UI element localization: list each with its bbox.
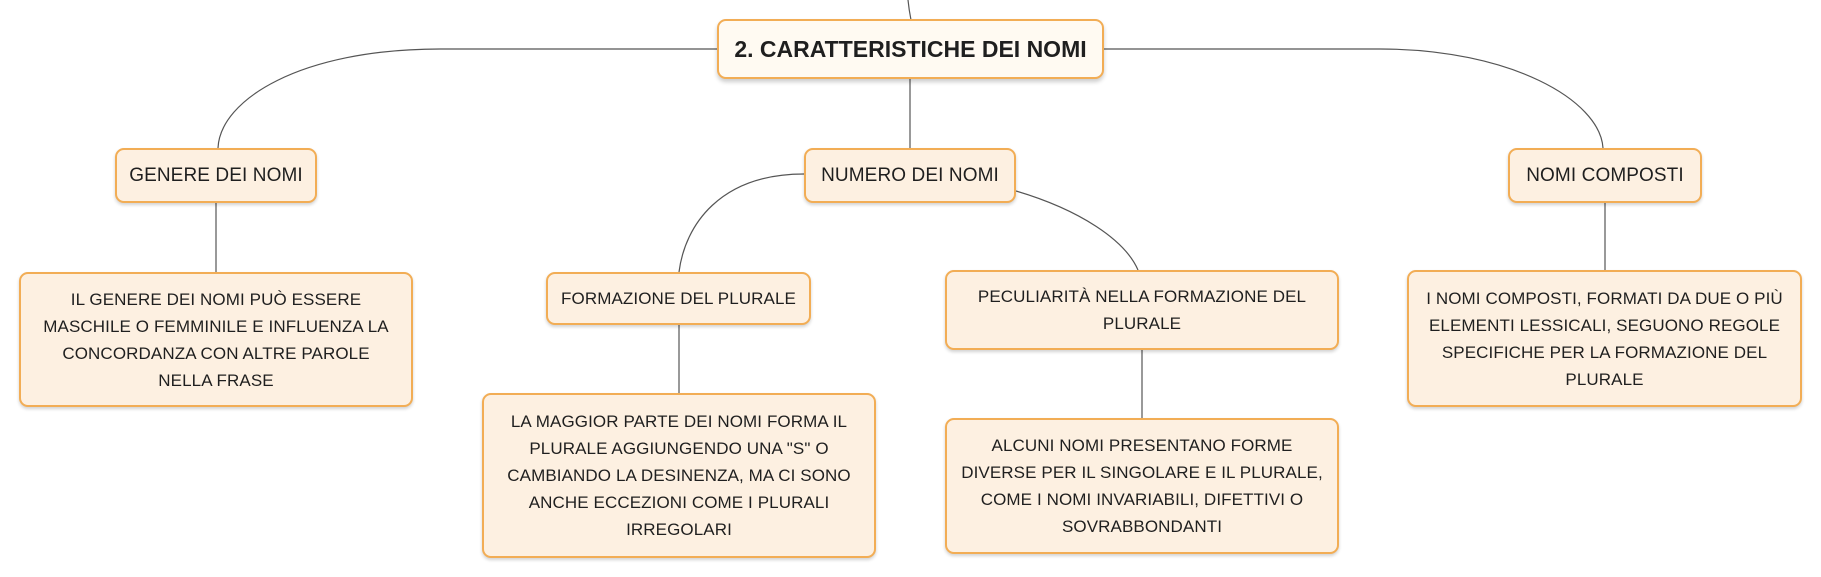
connector-numero-to-formazione [678,173,805,273]
subtopic-formazione-del-plurale[interactable]: FORMAZIONE DEL PLURALE [546,272,811,325]
subtopic-genere-description[interactable]: IL GENERE DEI NOMI PUÒ ESSERE MASCHILE O… [19,272,413,407]
subtopic-composti-description-label: I NOMI COMPOSTI, FORMATI DA DUE O PIÙ EL… [1426,288,1783,389]
connector-numero-to-peculiarita [1015,190,1139,271]
detail-peculiarita-description[interactable]: ALCUNI NOMI PRESENTANO FORME DIVERSE PER… [945,418,1339,554]
root-node[interactable]: 2. CARATTERISTICHE DEI NOMI [717,19,1104,79]
subtopic-peculiarita-label: PECULIARITÀ NELLA FORMAZIONE DEL PLURALE [977,287,1307,333]
topic-numero-dei-nomi[interactable]: NUMERO DEI NOMI [804,148,1016,203]
connector-root-to-genere [217,48,718,149]
topic-genere-dei-nomi[interactable]: GENERE DEI NOMI [115,148,317,203]
connector-root-to-composti [1103,48,1604,149]
topic-numero-label: NUMERO DEI NOMI [821,165,999,186]
subtopic-composti-description[interactable]: I NOMI COMPOSTI, FORMATI DA DUE O PIÙ EL… [1407,270,1802,407]
detail-formazione-description[interactable]: LA MAGGIOR PARTE DEI NOMI FORMA IL PLURA… [482,393,876,558]
subtopic-peculiarita[interactable]: PECULIARITÀ NELLA FORMAZIONE DEL PLURALE [945,270,1339,350]
topic-composti-label: NOMI COMPOSTI [1526,165,1684,186]
topic-nomi-composti[interactable]: NOMI COMPOSTI [1508,148,1702,203]
detail-formazione-description-label: LA MAGGIOR PARTE DEI NOMI FORMA IL PLURA… [507,412,851,539]
detail-peculiarita-description-label: ALCUNI NOMI PRESENTANO FORME DIVERSE PER… [961,436,1323,536]
connector-parent-to-root [907,0,912,21]
subtopic-genere-description-label: IL GENERE DEI NOMI PUÒ ESSERE MASCHILE O… [43,289,389,390]
topic-genere-label: GENERE DEI NOMI [129,165,303,186]
subtopic-formazione-label: FORMAZIONE DEL PLURALE [561,289,796,308]
root-node-label: 2. CARATTERISTICHE DEI NOMI [734,35,1087,62]
